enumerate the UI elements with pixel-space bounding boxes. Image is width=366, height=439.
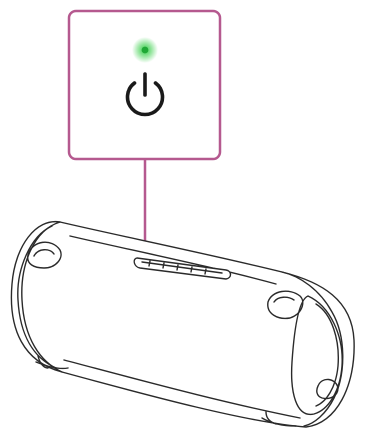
speaker-body xyxy=(10,221,355,428)
power-icon xyxy=(125,72,165,117)
indicator-light xyxy=(132,37,158,63)
